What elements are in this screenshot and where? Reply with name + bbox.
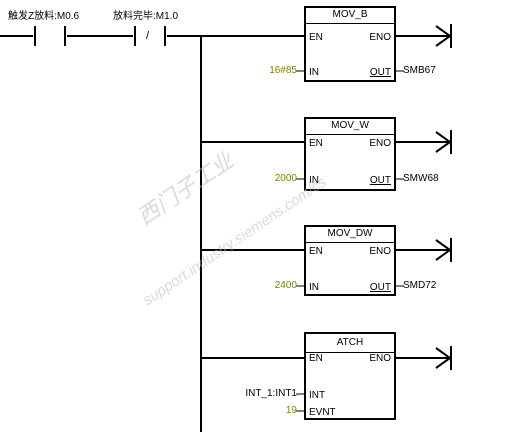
box-title: ATCH <box>336 337 364 348</box>
box-separator <box>306 352 394 353</box>
atch-box[interactable]: ATCH EN ENO INT EVNT <box>304 332 396 420</box>
en-pin: EN <box>309 138 323 149</box>
contact-trigger[interactable] <box>30 24 70 48</box>
in-pin: IN <box>309 175 319 186</box>
out-pin: OUT <box>369 282 391 293</box>
box-separator <box>306 23 394 24</box>
box-title: MOV_W <box>331 120 369 131</box>
box-title: MOV_DW <box>327 228 373 239</box>
in-pin: IN <box>309 282 319 293</box>
mov-w-box[interactable]: MOV_W EN ENO IN OUT <box>304 117 396 191</box>
box-title: MOV_B <box>332 9 368 20</box>
out-pin: OUT <box>369 67 391 78</box>
evnt-pin: EVNT <box>309 407 336 418</box>
contact-label-done: 放料完毕:M1.0 <box>113 11 179 22</box>
en-pin: EN <box>309 32 323 43</box>
en-pin: EN <box>309 353 323 364</box>
output-value[interactable]: SMD72 <box>403 280 437 291</box>
input-value[interactable]: 2400 <box>274 280 297 291</box>
contact-done[interactable] <box>130 24 170 48</box>
normally-closed-slash: / <box>146 30 150 42</box>
out-pin: OUT <box>369 175 391 186</box>
output-value[interactable]: SMB67 <box>403 65 436 76</box>
input-value[interactable]: 16#85 <box>269 65 297 76</box>
box-separator <box>306 134 394 135</box>
mov-dw-box[interactable]: MOV_DW EN ENO IN OUT <box>304 225 396 296</box>
evnt-value[interactable]: 19 <box>285 405 297 416</box>
int-pin: INT <box>309 390 326 401</box>
contact-label-trigger: 触发Z放料:M0.6 <box>8 11 80 22</box>
in-pin: IN <box>309 67 319 78</box>
box-separator <box>306 242 394 243</box>
output-value[interactable]: SMW68 <box>403 173 439 184</box>
eno-pin: ENO <box>369 353 391 364</box>
eno-pin: ENO <box>369 138 391 149</box>
en-pin: EN <box>309 246 323 257</box>
eno-pin: ENO <box>369 32 391 43</box>
input-value[interactable]: 2000 <box>274 173 297 184</box>
mov-b-box[interactable]: MOV_B EN ENO IN OUT <box>304 6 396 82</box>
eno-pin: ENO <box>369 246 391 257</box>
int-value[interactable]: INT_1:INT1 <box>245 388 297 399</box>
